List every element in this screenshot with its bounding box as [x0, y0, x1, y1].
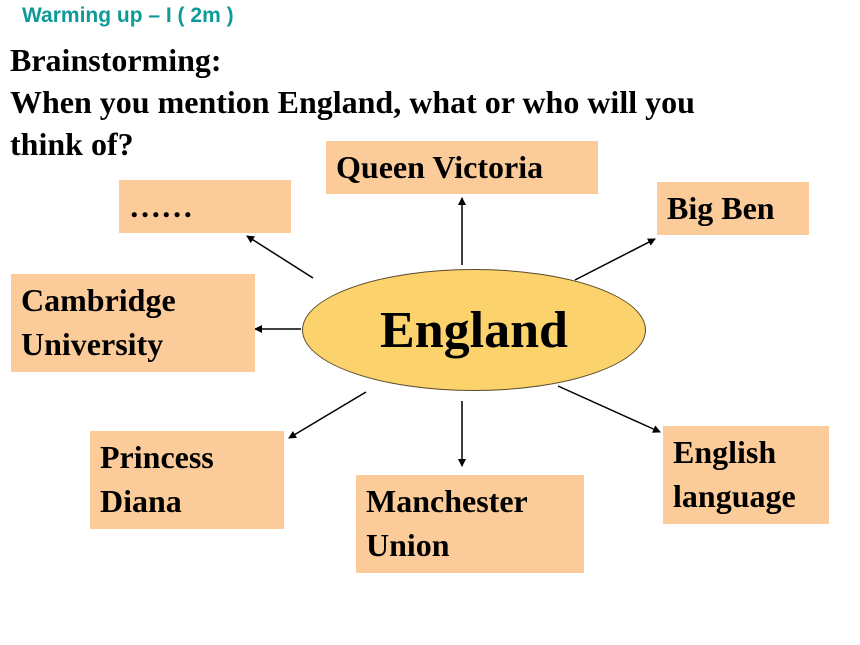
- node-manchester-union: Manchester Union: [356, 475, 584, 573]
- node-big-ben-label: Big Ben: [667, 190, 775, 226]
- question-line-2: think of?: [10, 126, 134, 162]
- node-cambridge-university: Cambridge University: [11, 274, 255, 372]
- node-english-language: English language: [663, 426, 829, 524]
- node-english-line-2: language: [673, 478, 796, 514]
- node-queen-victoria-label: Queen Victoria: [336, 149, 544, 185]
- node-manchester-line-2: Union: [366, 527, 450, 563]
- node-princess-diana: Princess Diana: [90, 431, 284, 529]
- slide-subtitle: Warming up – I ( 2m ): [22, 4, 234, 27]
- node-cambridge-line-1: Cambridge: [21, 282, 176, 318]
- node-princess-diana-line-2: Diana: [100, 483, 182, 519]
- node-ellipsis: ……: [119, 180, 291, 233]
- arrow-to-princess-diana: [288, 391, 367, 439]
- arrow-to-ellipsis: [246, 235, 314, 279]
- center-node-label: England: [380, 301, 568, 359]
- node-ellipsis-label: ……: [129, 188, 193, 224]
- question-line-1: When you mention England, what or who wi…: [10, 84, 695, 120]
- node-manchester-line-1: Manchester: [366, 483, 528, 519]
- node-princess-diana-line-1: Princess: [100, 439, 214, 475]
- arrow-to-big-ben: [574, 238, 656, 281]
- slide-title: Brainstorming:: [10, 42, 222, 78]
- node-cambridge-line-2: University: [21, 326, 164, 362]
- center-node-england: England: [302, 269, 646, 391]
- arrow-to-english-language: [557, 385, 661, 433]
- node-english-line-1: English: [673, 434, 777, 470]
- node-big-ben: Big Ben: [657, 182, 809, 235]
- node-queen-victoria: Queen Victoria: [326, 141, 598, 194]
